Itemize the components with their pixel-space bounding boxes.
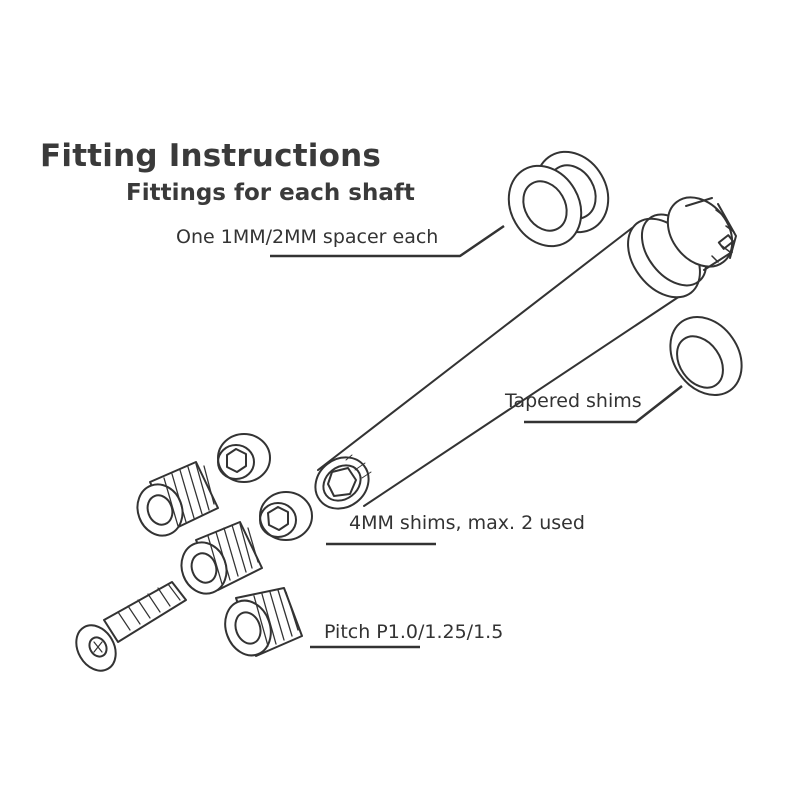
threaded-insert-1: [136, 461, 219, 537]
tapered-shims-label: Tapered shims: [505, 390, 642, 412]
threaded-insert-2: [180, 521, 263, 595]
shaft-tube: [314, 227, 693, 510]
hex-nut-top: [217, 433, 271, 483]
pitch-label: Pitch P1.0/1.25/1.5: [324, 621, 504, 643]
shaft-head: [627, 196, 737, 299]
page-title: Fitting Instructions: [40, 138, 381, 174]
tapered-shim: [669, 316, 743, 396]
spacer-rings: [507, 150, 610, 248]
leader-tapered: [524, 385, 683, 424]
hex-nut-bottom: [259, 491, 313, 541]
leader-spacer: [270, 224, 505, 258]
leader-lines: [270, 224, 683, 649]
threaded-insert-3: [224, 587, 303, 657]
shims-4mm-label: 4MM shims, max. 2 used: [349, 512, 585, 534]
page-subtitle: Fittings for each shaft: [126, 180, 415, 206]
countersunk-screw: [75, 581, 187, 672]
spacer-label: One 1MM/2MM spacer each: [176, 226, 439, 248]
